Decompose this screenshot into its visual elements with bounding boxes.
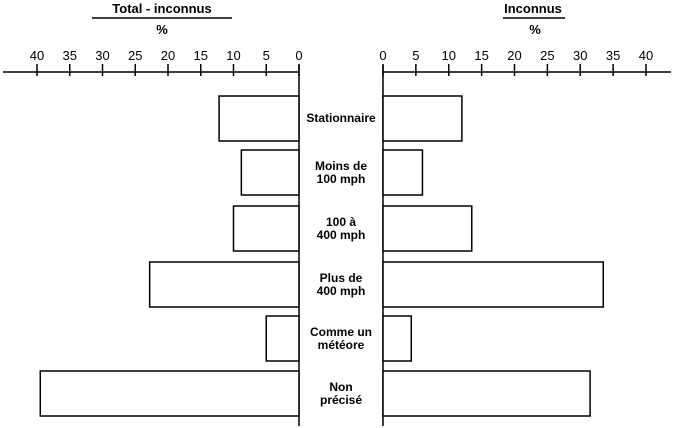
left-tick-label-0: 0 — [295, 48, 302, 63]
right-series-title: Inconnus — [504, 1, 562, 16]
left-bar-2 — [232, 205, 300, 252]
left-bars — [39, 95, 300, 417]
right-bar-2 — [382, 205, 473, 252]
right-axis-unit: % — [529, 22, 541, 37]
category-label: 100 à 400 mph — [316, 214, 366, 242]
right-ticks: 0 5 10 15 20 25 30 35 40 — [379, 48, 653, 76]
right-bar-1 — [382, 149, 424, 196]
right-tick-label-2: 10 — [442, 48, 456, 63]
right-tick-label-5: 25 — [540, 48, 554, 63]
category-label: Plus de 400 mph — [316, 270, 366, 298]
left-bar-3 — [148, 261, 300, 308]
category-label: Comme un météore — [309, 324, 372, 352]
left-tick-label-2: 10 — [226, 48, 240, 63]
right-tick-label-3: 15 — [474, 48, 488, 63]
right-tick-label-0: 0 — [379, 48, 386, 63]
left-tick-label-1: 5 — [263, 48, 270, 63]
category-label: Moins de 100 mph — [314, 158, 367, 186]
left-tick-label-5: 25 — [128, 48, 142, 63]
category-label: Non précisé — [319, 379, 363, 407]
left-tick-label-8: 40 — [30, 48, 44, 63]
right-tick-label-4: 20 — [507, 48, 521, 63]
left-bar-0 — [218, 95, 300, 142]
left-axis-unit: % — [156, 22, 168, 37]
left-tick-label-4: 20 — [161, 48, 175, 63]
left-series-title: Total - inconnus — [112, 1, 211, 16]
left-tick-label-3: 15 — [194, 48, 208, 63]
right-bars — [382, 95, 605, 417]
right-tick-label-8: 40 — [639, 48, 653, 63]
left-bar-4 — [265, 315, 300, 362]
right-tick-label-6: 30 — [573, 48, 587, 63]
right-panel: Inconnus % 0 5 10 15 20 25 30 35 40 — [379, 1, 671, 426]
right-tick-label-7: 35 — [606, 48, 620, 63]
left-ticks: 0 5 10 15 20 25 30 35 40 — [30, 48, 303, 76]
left-tick-label-6: 30 — [95, 48, 109, 63]
right-bar-0 — [382, 95, 463, 142]
right-tick-label-1: 5 — [412, 48, 419, 63]
right-bar-4 — [382, 315, 413, 362]
category-label: Stationnaire — [306, 111, 376, 125]
left-bar-5 — [39, 370, 300, 417]
left-panel: Total - inconnus % 0 5 10 15 20 25 30 35 40 — [3, 1, 303, 426]
left-tick-label-7: 35 — [63, 48, 77, 63]
right-bar-5 — [382, 370, 591, 417]
left-bar-1 — [240, 149, 300, 196]
right-bar-3 — [382, 261, 605, 308]
